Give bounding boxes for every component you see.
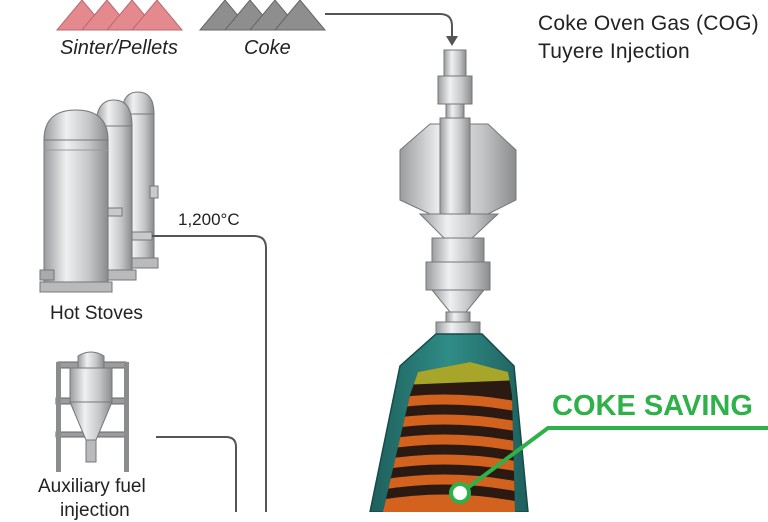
aux-fuel-line xyxy=(156,436,237,512)
aux-fuel-label-line1: Auxiliary fuel xyxy=(38,476,146,497)
hot-stoves-label: Hot Stoves xyxy=(50,303,143,324)
furnace-top-equipment-icon xyxy=(399,49,517,337)
coke-pile-icon xyxy=(198,0,327,31)
hot-blast-line xyxy=(152,235,267,512)
hot-blast-temperature: 1,200°C xyxy=(178,210,240,229)
cog-subtitle: Tuyere Injection xyxy=(538,40,690,63)
sinter-label: Sinter/Pellets xyxy=(60,37,178,59)
hot-stoves-icon xyxy=(39,91,159,293)
coke-label: Coke xyxy=(244,37,291,59)
coke-saving-callout-line xyxy=(460,426,768,494)
charging-arrow xyxy=(325,13,453,38)
blast-furnace-icon xyxy=(369,333,529,512)
coke-saving-label: COKE SAVING xyxy=(552,390,753,422)
cog-title: Coke Oven Gas (COG) xyxy=(538,12,759,35)
coke-saving-marker-icon xyxy=(449,482,471,504)
aux-fuel-label-line2: injection xyxy=(60,500,130,521)
sinter-pile-icon xyxy=(55,0,184,31)
charging-arrowhead-icon xyxy=(446,36,458,46)
aux-fuel-unit-icon xyxy=(55,351,129,472)
